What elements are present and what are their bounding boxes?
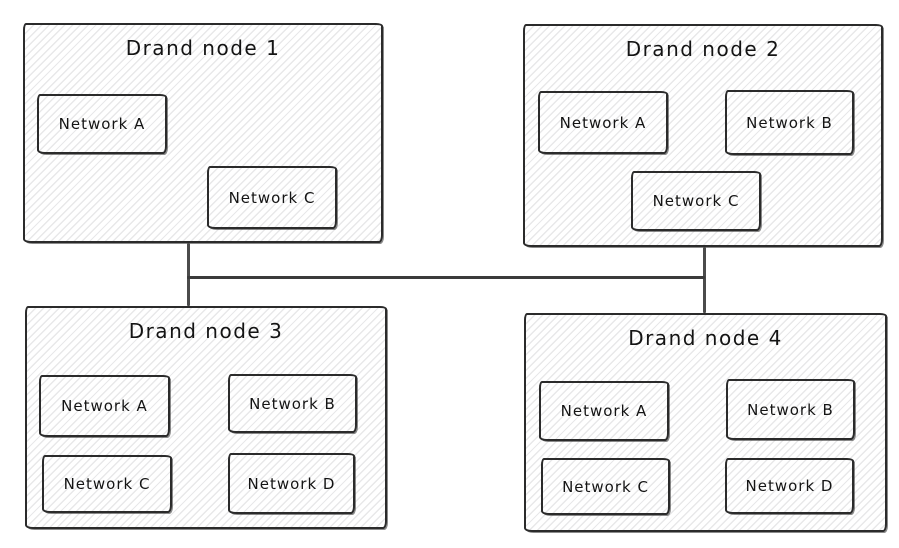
drand-node-1-title: Drand node 1 <box>125 36 281 60</box>
node2-network-c-label: Network C <box>652 192 740 210</box>
node3-network-c-label: Network C <box>63 475 151 493</box>
node3-network-d-box: Network D <box>228 453 355 514</box>
node1-network-a-label: Network A <box>58 115 146 133</box>
drand-node-1-box: Drand node 1 Network A Network C <box>23 23 383 243</box>
node4-network-c-label: Network C <box>562 477 649 496</box>
drand-node-2-title: Drand node 2 <box>625 37 781 61</box>
node3-network-a-box: Network A <box>39 375 170 437</box>
node3-network-d-label: Network D <box>247 474 336 493</box>
node2-network-b-box: Network B <box>725 90 854 155</box>
node1-network-c-box: Network C <box>207 166 337 229</box>
connector-node2-node4 <box>703 247 706 313</box>
drand-node-4-title: Drand node 4 <box>628 326 783 350</box>
node4-network-b-label: Network B <box>747 400 834 419</box>
drand-node-3-title: Drand node 3 <box>128 319 284 343</box>
node3-network-c-box: Network C <box>42 455 172 513</box>
drand-node-4-box: Drand node 4 Network A Network B Network… <box>524 313 887 532</box>
node2-network-b-label: Network B <box>746 113 833 132</box>
node4-network-d-label: Network D <box>745 477 834 495</box>
drand-node-3-box: Drand node 3 Network A Network B Network… <box>25 306 387 529</box>
node1-network-c-label: Network C <box>228 188 316 207</box>
node4-network-d-box: Network D <box>725 458 854 514</box>
connector-horizontal-bus <box>187 276 705 279</box>
node4-network-a-label: Network A <box>560 402 648 420</box>
node3-network-b-box: Network B <box>228 374 357 433</box>
connector-node1-node3 <box>187 243 190 306</box>
node2-network-a-label: Network A <box>559 113 647 132</box>
node2-network-a-box: Network A <box>538 91 668 154</box>
node3-network-b-label: Network B <box>249 394 336 413</box>
node4-network-a-box: Network A <box>539 381 669 441</box>
node2-network-c-box: Network C <box>631 171 761 231</box>
node3-network-a-label: Network A <box>61 397 148 415</box>
drand-node-2-box: Drand node 2 Network A Network B Network… <box>523 24 883 247</box>
node1-network-a-box: Network A <box>37 94 167 154</box>
node4-network-b-box: Network B <box>726 379 855 440</box>
node4-network-c-box: Network C <box>541 458 670 515</box>
